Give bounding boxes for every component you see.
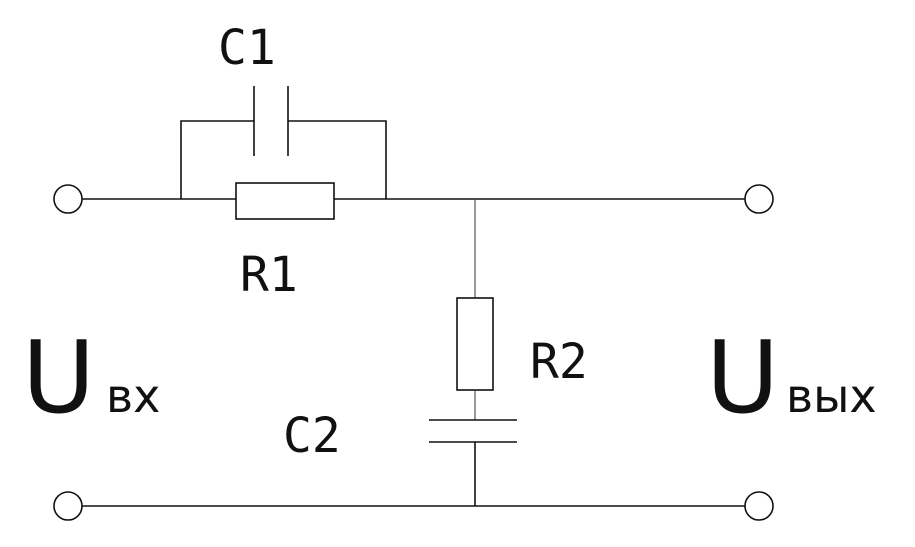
label-r2: R2	[530, 334, 588, 390]
terminal-output-top	[744, 184, 774, 214]
c1-branch-right	[288, 120, 387, 199]
terminal-input-top	[53, 184, 83, 214]
c1-branch-left	[180, 120, 254, 199]
terminal-output-bottom	[744, 491, 774, 521]
label-r1: R1	[240, 247, 298, 303]
label-u-out-symbol: U	[706, 319, 779, 436]
r1-resistor	[235, 182, 335, 220]
terminal-input-bottom	[53, 491, 83, 521]
label-u-out-subscript: вых	[786, 369, 877, 423]
label-u-in-subscript: вх	[106, 369, 160, 423]
r2-resistor	[456, 297, 494, 391]
label-c1: C1	[218, 20, 276, 76]
label-u-in-symbol: U	[22, 319, 95, 436]
label-c2: C2	[283, 408, 341, 464]
